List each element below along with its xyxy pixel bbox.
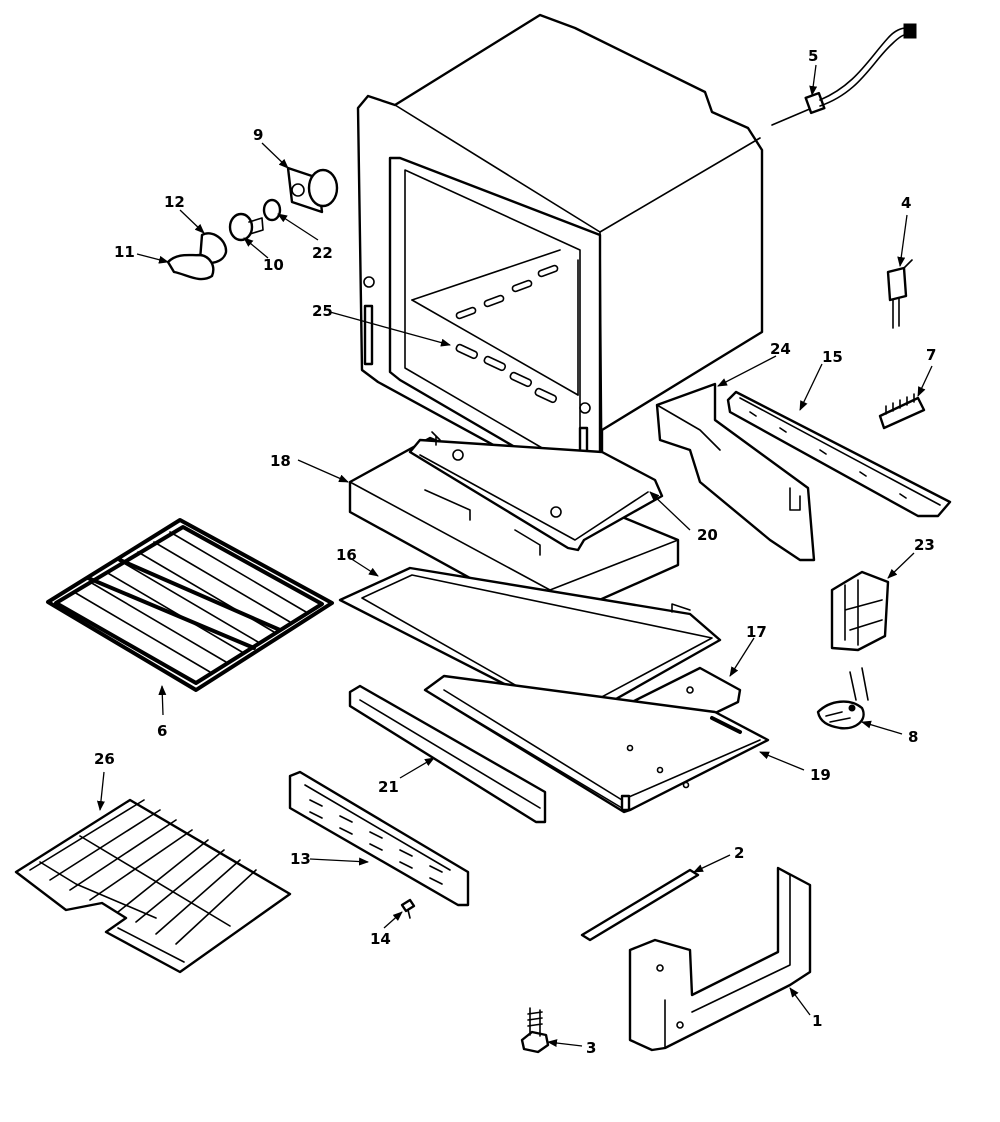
callout-23: 23	[914, 536, 935, 554]
callout-19: 19	[810, 766, 831, 784]
callout-8: 8	[908, 728, 918, 746]
half-rack	[14, 798, 292, 974]
screw	[400, 898, 416, 919]
callout-labels: 1 2 3 4 5 6 7 8 9 10 11 12 13 14 15 16 1…	[94, 47, 936, 1057]
callout-2: 2	[734, 844, 744, 862]
vent-panel	[288, 770, 470, 907]
leader-lines	[96, 64, 933, 1048]
callout-3: 3	[586, 1039, 596, 1057]
terminal-connector	[886, 259, 913, 329]
callout-1: 1	[812, 1012, 822, 1030]
callout-10: 10	[263, 256, 284, 274]
callout-21: 21	[378, 778, 399, 796]
bracket	[830, 570, 890, 652]
callout-18: 18	[270, 452, 291, 470]
rod	[580, 868, 700, 942]
oven-cavity	[356, 13, 764, 497]
callout-26: 26	[94, 750, 115, 768]
callout-9: 9	[253, 126, 263, 144]
callout-20: 20	[697, 526, 718, 544]
callout-4: 4	[901, 194, 911, 212]
terminal-block	[878, 393, 926, 430]
base-bracket	[628, 866, 812, 1052]
callout-17: 17	[746, 623, 767, 641]
callout-14: 14	[370, 930, 391, 948]
frame	[408, 431, 664, 552]
leveling-leg	[520, 1007, 550, 1054]
clip	[816, 667, 869, 730]
callout-6: 6	[157, 722, 167, 740]
oven-light-assembly	[166, 166, 339, 281]
callout-11: 11	[114, 243, 135, 261]
oven-rack	[46, 518, 334, 692]
side-panel	[655, 382, 816, 562]
callout-7: 7	[926, 346, 936, 364]
channel	[348, 684, 547, 824]
callout-13: 13	[290, 850, 311, 868]
callout-22: 22	[312, 244, 333, 262]
callout-24: 24	[770, 340, 791, 358]
callout-12: 12	[164, 193, 185, 211]
rear-bracket	[726, 390, 952, 518]
callout-16: 16	[336, 546, 357, 564]
bottom-tray	[423, 674, 770, 814]
callout-5: 5	[808, 47, 818, 65]
power-cord	[771, 23, 917, 126]
callout-15: 15	[822, 348, 843, 366]
callout-25: 25	[312, 302, 333, 320]
